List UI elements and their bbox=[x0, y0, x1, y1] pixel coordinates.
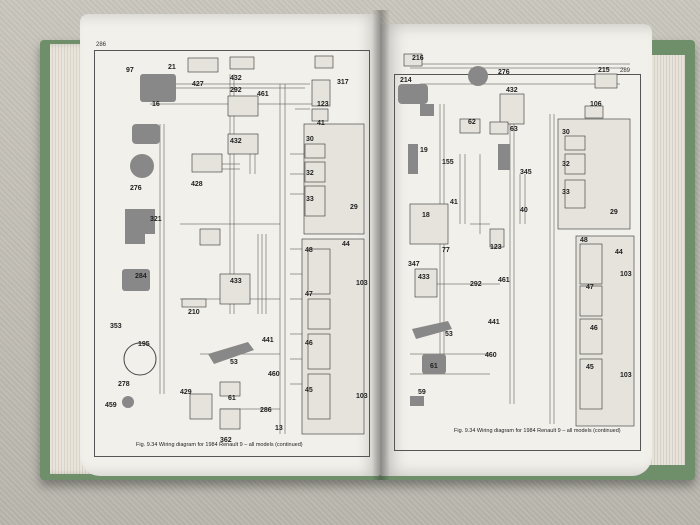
rlabel-441: 441 bbox=[488, 319, 500, 326]
rlabel-48: 48 bbox=[580, 237, 588, 244]
rlabel-347: 347 bbox=[408, 261, 420, 268]
label-44: 44 bbox=[342, 241, 350, 248]
label-428: 428 bbox=[191, 181, 203, 188]
label-429: 429 bbox=[180, 389, 192, 396]
right-page-number: 289 bbox=[620, 68, 631, 74]
label-103: 103 bbox=[356, 280, 368, 287]
rlabel-32: 32 bbox=[562, 161, 570, 168]
label-317: 317 bbox=[337, 79, 349, 86]
label-48: 48 bbox=[305, 247, 313, 254]
rlabel-41: 41 bbox=[450, 199, 458, 206]
book-gutter-shadow bbox=[372, 10, 390, 480]
rlabel-432: 432 bbox=[506, 87, 518, 94]
label-278: 278 bbox=[118, 381, 130, 388]
label-32: 32 bbox=[306, 170, 314, 177]
rlabel-44: 44 bbox=[615, 249, 623, 256]
rlabel-460: 460 bbox=[485, 352, 497, 359]
label-460: 460 bbox=[268, 371, 280, 378]
right-wiring-diagram: 216 276 215 214 432 106 62 63 30 32 19 1… bbox=[398, 53, 635, 427]
rlabel-433: 433 bbox=[418, 274, 430, 281]
rlabel-77: 77 bbox=[442, 247, 450, 254]
label-123: 123 bbox=[317, 101, 329, 108]
rlabel-103: 103 bbox=[620, 271, 632, 278]
label-284: 284 bbox=[135, 273, 147, 280]
label-30: 30 bbox=[306, 136, 314, 143]
label-53: 53 bbox=[230, 359, 238, 366]
label-432b: 432 bbox=[230, 138, 242, 145]
label-29: 29 bbox=[350, 204, 358, 211]
rlabel-18: 18 bbox=[422, 212, 430, 219]
rlabel-155: 155 bbox=[442, 159, 454, 166]
label-459: 459 bbox=[105, 402, 117, 409]
right-components bbox=[398, 66, 510, 406]
label-195: 195 bbox=[138, 341, 150, 348]
left-labels: 97 21 427 432 292 461 317 16 123 41 432 … bbox=[105, 64, 368, 444]
left-figure-caption: Fig. 9.34 Wiring diagram for 1984 Renaul… bbox=[136, 442, 303, 448]
rlabel-46: 46 bbox=[590, 325, 598, 332]
left-connectors bbox=[181, 55, 334, 430]
rlabel-53: 53 bbox=[445, 331, 453, 338]
rlabel-62: 62 bbox=[468, 119, 476, 126]
label-276: 276 bbox=[130, 185, 142, 192]
label-13: 13 bbox=[275, 425, 283, 432]
label-33: 33 bbox=[306, 196, 314, 203]
label-292: 292 bbox=[230, 87, 242, 94]
rlabel-292: 292 bbox=[470, 281, 482, 288]
rlabel-19: 19 bbox=[420, 147, 428, 154]
rlabel-29: 29 bbox=[610, 209, 618, 216]
rlabel-59: 59 bbox=[418, 389, 426, 396]
label-103b: 103 bbox=[356, 393, 368, 400]
rlabel-45: 45 bbox=[586, 364, 594, 371]
label-441: 441 bbox=[262, 337, 274, 344]
label-210: 210 bbox=[188, 309, 200, 316]
label-321: 321 bbox=[150, 216, 162, 223]
left-wiring-diagram: 97 21 427 432 292 461 317 16 123 41 432 … bbox=[105, 55, 368, 444]
label-16: 16 bbox=[152, 101, 160, 108]
rlabel-106: 106 bbox=[590, 101, 602, 108]
rlabel-47: 47 bbox=[586, 284, 594, 291]
label-61: 61 bbox=[228, 395, 236, 402]
rlabel-214: 214 bbox=[400, 77, 412, 84]
label-427: 427 bbox=[192, 81, 204, 88]
label-362: 362 bbox=[220, 437, 232, 444]
rlabel-40: 40 bbox=[520, 207, 528, 214]
label-46: 46 bbox=[305, 340, 313, 347]
rlabel-30: 30 bbox=[562, 129, 570, 136]
right-page: 289 bbox=[380, 24, 652, 476]
left-page: 286 bbox=[80, 14, 380, 476]
right-figure-caption: Fig. 9.34 Wiring diagram for 1984 Renaul… bbox=[454, 428, 621, 434]
label-21: 21 bbox=[168, 64, 176, 71]
label-461: 461 bbox=[257, 91, 269, 98]
label-97: 97 bbox=[126, 67, 134, 74]
label-432: 432 bbox=[230, 75, 242, 82]
label-47: 47 bbox=[305, 291, 313, 298]
label-433: 433 bbox=[230, 278, 242, 285]
left-diagram-frame bbox=[94, 50, 370, 457]
left-page-number: 286 bbox=[96, 42, 107, 48]
label-45: 45 bbox=[305, 387, 313, 394]
label-353: 353 bbox=[110, 323, 122, 330]
rlabel-461: 461 bbox=[498, 277, 510, 284]
rlabel-216: 216 bbox=[412, 55, 424, 62]
rlabel-345: 345 bbox=[520, 169, 532, 176]
left-components bbox=[122, 74, 254, 408]
left-wires bbox=[140, 74, 330, 434]
rlabel-276: 276 bbox=[498, 69, 510, 76]
label-41: 41 bbox=[317, 120, 325, 127]
label-286: 286 bbox=[260, 407, 272, 414]
right-labels: 216 276 215 214 432 106 62 63 30 32 19 1… bbox=[400, 55, 632, 396]
rlabel-215: 215 bbox=[598, 67, 610, 74]
rlabel-33: 33 bbox=[562, 189, 570, 196]
rlabel-123: 123 bbox=[490, 244, 502, 251]
rlabel-63: 63 bbox=[510, 126, 518, 133]
rlabel-103b: 103 bbox=[620, 372, 632, 379]
right-connectors bbox=[403, 53, 618, 410]
right-diagram-frame bbox=[394, 74, 641, 451]
rlabel-61: 61 bbox=[430, 363, 438, 370]
